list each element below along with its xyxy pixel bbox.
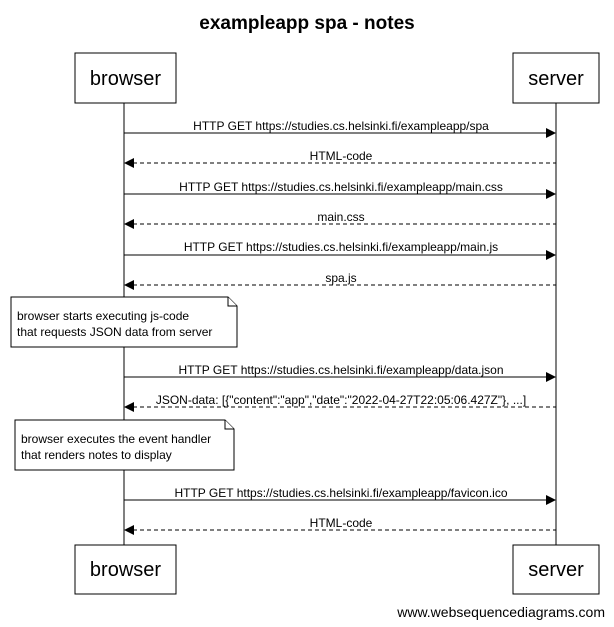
arrow-head	[124, 158, 134, 168]
note-line: that renders notes to display	[21, 448, 172, 462]
note-line: that requests JSON data from server	[17, 325, 212, 339]
message-label: HTTP GET https://studies.cs.helsinki.fi/…	[193, 119, 489, 133]
message-label: HTTP GET https://studies.cs.helsinki.fi/…	[174, 486, 507, 500]
footer-watermark: www.websequencediagrams.com	[396, 604, 605, 620]
actor-server-label: server	[528, 559, 584, 581]
arrow-head	[124, 219, 134, 229]
arrow-head	[124, 280, 134, 290]
message-label: main.css	[317, 210, 364, 224]
actor-server-bottom: server	[512, 544, 600, 595]
arrow-head	[124, 402, 134, 412]
note-line: browser executes the event handler	[21, 432, 211, 446]
actor-server-top: server	[512, 52, 600, 104]
arrow-head	[546, 372, 556, 382]
message-label: HTTP GET https://studies.cs.helsinki.fi/…	[178, 363, 503, 377]
message-label: HTTP GET https://studies.cs.helsinki.fi/…	[184, 240, 498, 254]
arrow-head	[546, 495, 556, 505]
actor-browser-bottom: browser	[74, 544, 177, 595]
actor-browser-label: browser	[90, 559, 161, 581]
note: browser starts executing js-code that re…	[10, 296, 238, 348]
message-request: HTTP GET https://studies.cs.helsinki.fi/…	[124, 240, 556, 260]
actor-server-label: server	[528, 68, 584, 90]
note-line: browser starts executing js-code	[17, 309, 189, 323]
message-response: HTML-code	[124, 516, 556, 535]
arrow-head	[546, 189, 556, 199]
message-request: HTTP GET https://studies.cs.helsinki.fi/…	[124, 486, 556, 505]
message-label: HTML-code	[310, 516, 373, 530]
note: browser executes the event handler that …	[14, 419, 235, 471]
message-label: JSON-data: [{"content":"app","date":"202…	[156, 393, 526, 407]
actor-browser-label: browser	[90, 68, 161, 90]
message-response: JSON-data: [{"content":"app","date":"202…	[124, 393, 556, 412]
message-request: HTTP GET https://studies.cs.helsinki.fi/…	[124, 180, 556, 199]
message-label: HTML-code	[310, 149, 373, 163]
arrow-head	[546, 128, 556, 138]
message-request: HTTP GET https://studies.cs.helsinki.fi/…	[124, 119, 556, 138]
arrow-head	[546, 250, 556, 260]
message-response: HTML-code	[124, 149, 556, 168]
message-label: HTTP GET https://studies.cs.helsinki.fi/…	[179, 180, 503, 194]
message-response: spa.js	[124, 271, 556, 290]
message-label: spa.js	[325, 271, 356, 285]
diagram-title: exampleapp spa - notes	[199, 13, 414, 34]
message-request: HTTP GET https://studies.cs.helsinki.fi/…	[124, 363, 556, 382]
arrow-head	[124, 525, 134, 535]
message-response: main.css	[124, 210, 556, 229]
actor-browser-top: browser	[74, 52, 177, 104]
